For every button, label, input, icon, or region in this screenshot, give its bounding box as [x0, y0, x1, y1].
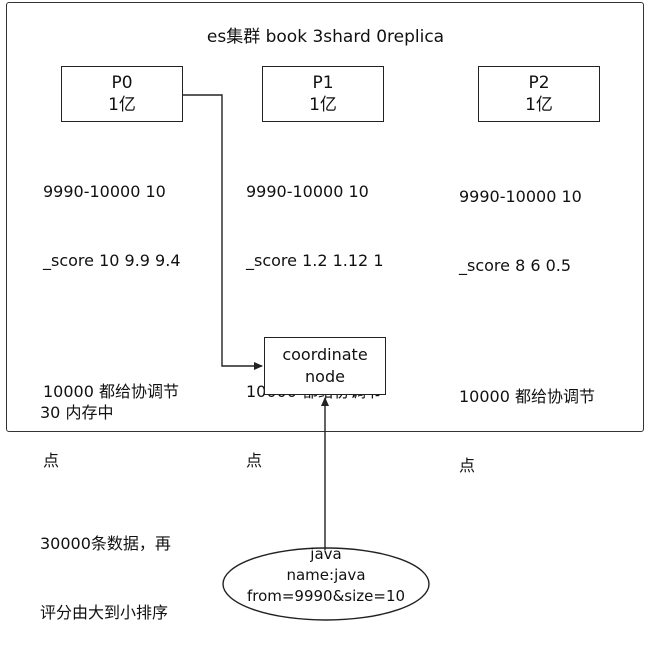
shard-p1-notes: 9990-10000 10 _score 1.2 1.12 1 10000 都给…: [246, 134, 384, 495]
coordinate-node-line1: coordinate: [282, 345, 368, 364]
memory-note: 30 内存中 30000条数据，再 评分由大到小排序: [40, 355, 171, 647]
shard-p2-notes: 9990-10000 10 _score 8 6 0.5 10000 都给协调节…: [459, 139, 595, 500]
memory-note-line3: 评分由大到小排序: [40, 603, 169, 622]
shard-p0-stats-line1: 9990-10000 10: [43, 182, 166, 201]
shard-p1-count: 1亿: [309, 95, 337, 115]
shard-p2-stats-line2: _score 8 6 0.5: [459, 256, 572, 275]
shard-p0-notes: 9990-10000 10 _score 10 9.9 9.4 10000 都给…: [43, 134, 181, 495]
client-line2: name:java: [286, 566, 366, 584]
cluster-title: es集群 book 3shard 0replica: [206, 27, 445, 47]
shard-p0-stats-line2: _score 10 9.9 9.4: [43, 251, 181, 270]
shard-p2-send-line2: 点: [459, 456, 476, 475]
shard-p1-stats-line2: _score 1.2 1.12 1: [246, 251, 384, 270]
client-request-text: java name:java from=9990&size=10: [222, 544, 430, 607]
shard-p0-name: P0: [111, 73, 133, 93]
client-line1: java: [310, 545, 342, 563]
shard-p1-name: P1: [312, 73, 334, 93]
shard-p1-box: P1 1亿: [262, 66, 384, 122]
shard-p2-send-line1: 10000 都给协调节: [459, 387, 595, 406]
coordinate-node-box: coordinate node: [264, 337, 386, 395]
shard-p1-stats-line1: 9990-10000 10: [246, 182, 369, 201]
shard-p0-send-line1: 10000 都给协调节: [43, 382, 179, 401]
memory-note-line2: 30000条数据，再: [40, 534, 171, 553]
shard-p2-box: P2 1亿: [478, 66, 600, 122]
shard-p2-count: 1亿: [525, 95, 553, 115]
client-line3: from=9990&size=10: [246, 587, 406, 605]
memory-note-line1: 30 内存中: [40, 403, 114, 422]
shard-p2-name: P2: [528, 73, 550, 93]
shard-p0-count: 1亿: [108, 95, 136, 115]
shard-p2-stats-line1: 9990-10000 10: [459, 187, 582, 206]
shard-p0-box: P0 1亿: [61, 66, 183, 122]
coordinate-node-line2: node: [305, 367, 345, 386]
shard-p1-send-line2: 点: [246, 451, 263, 470]
shard-p0-send-line2: 点: [43, 451, 60, 470]
